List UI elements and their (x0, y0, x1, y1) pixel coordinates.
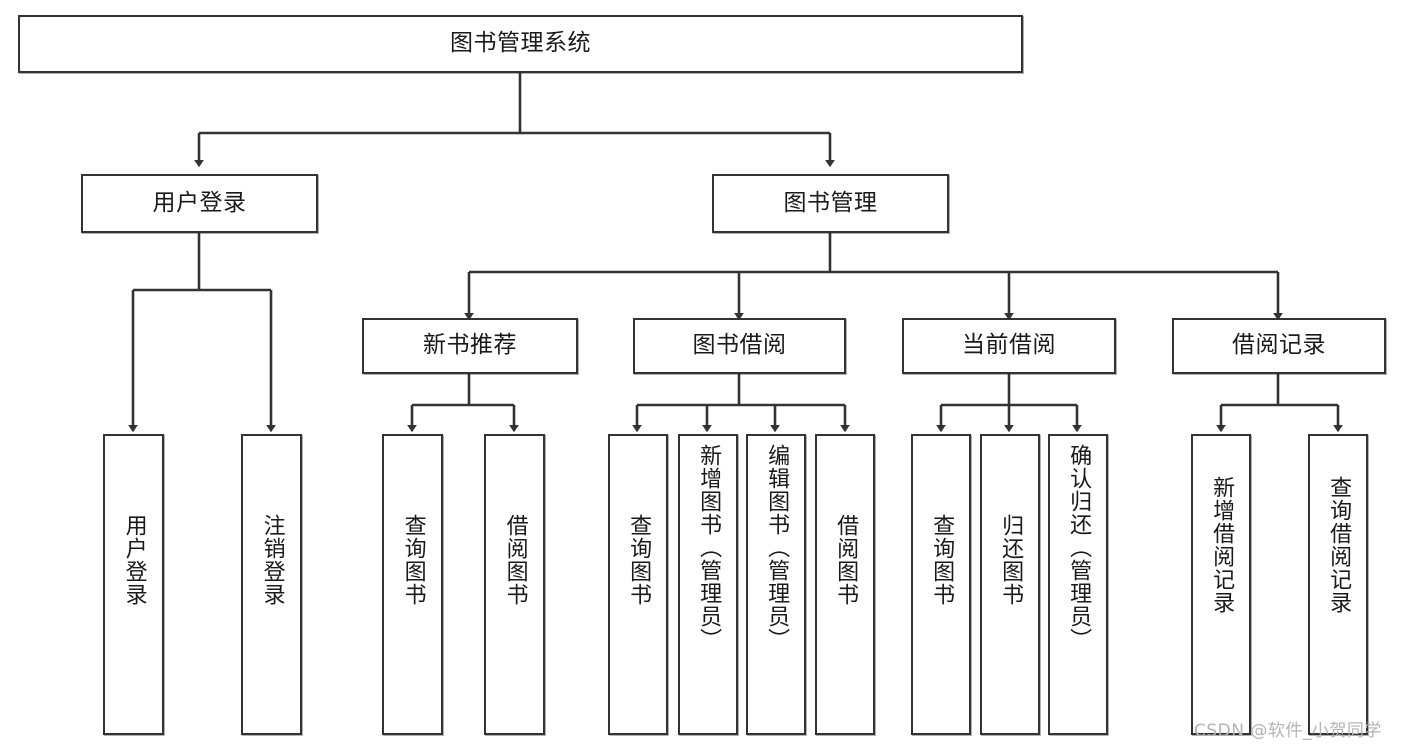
node-new-book-recommend[interactable]: 新书推荐 (362, 318, 578, 374)
node-label: 新书推荐 (423, 332, 517, 359)
leaf-label: 编辑图书（管理员） (764, 444, 790, 651)
leaf-label: 查询图书 (626, 514, 652, 606)
node-label: 借阅记录 (1232, 332, 1326, 359)
leaf-current-query-book[interactable]: 查询图书 (911, 434, 971, 735)
leaf-user-login-logout[interactable]: 注销登录 (241, 434, 302, 735)
leaf-new-book-borrow-book[interactable]: 借阅图书 (484, 434, 545, 735)
leaf-borrow-edit-book-admin[interactable]: 编辑图书（管理员） (746, 434, 806, 735)
leaf-label: 借阅图书 (502, 514, 528, 606)
leaf-label: 归还图书 (998, 514, 1024, 606)
leaf-label: 新增借阅记录 (1209, 476, 1235, 614)
leaf-label: 新增图书（管理员） (696, 444, 722, 651)
node-root-book-management-system[interactable]: 图书管理系统 (18, 15, 1023, 73)
leaf-borrow-borrow-book[interactable]: 借阅图书 (815, 434, 875, 735)
node-label: 当前借阅 (962, 332, 1056, 359)
leaf-label: 查询图书 (400, 514, 426, 606)
node-borrow-records[interactable]: 借阅记录 (1172, 318, 1386, 374)
leaf-label: 用户登录 (121, 514, 147, 606)
leaf-label: 查询借阅记录 (1326, 476, 1352, 614)
csdn-watermark: CSDN @软件_小贺同学 (1194, 721, 1382, 741)
leaf-label: 确认归还（管理员） (1066, 444, 1092, 651)
leaf-borrow-query-book[interactable]: 查询图书 (608, 434, 668, 735)
leaf-user-login-login[interactable]: 用户登录 (103, 434, 164, 735)
node-book-management[interactable]: 图书管理 (712, 174, 949, 233)
node-user-login[interactable]: 用户登录 (81, 174, 318, 233)
node-label: 图书借阅 (692, 332, 787, 359)
leaf-records-add-record[interactable]: 新增借阅记录 (1191, 434, 1251, 735)
leaf-records-query-record[interactable]: 查询借阅记录 (1308, 434, 1368, 735)
node-label: 用户登录 (152, 189, 247, 216)
leaf-current-confirm-return-admin[interactable]: 确认归还（管理员） (1048, 434, 1108, 735)
node-current-borrow[interactable]: 当前借阅 (902, 318, 1116, 374)
leaf-borrow-add-book-admin[interactable]: 新增图书（管理员） (678, 434, 738, 735)
node-label: 图书管理系统 (450, 30, 591, 57)
leaf-label: 查询图书 (929, 514, 955, 606)
leaf-new-book-query-book[interactable]: 查询图书 (382, 434, 443, 735)
leaf-label: 借阅图书 (833, 514, 859, 606)
leaf-label: 注销登录 (259, 514, 285, 606)
node-book-borrow[interactable]: 图书借阅 (633, 318, 846, 374)
leaf-current-return-book[interactable]: 归还图书 (980, 434, 1040, 735)
node-label: 图书管理 (783, 189, 878, 216)
